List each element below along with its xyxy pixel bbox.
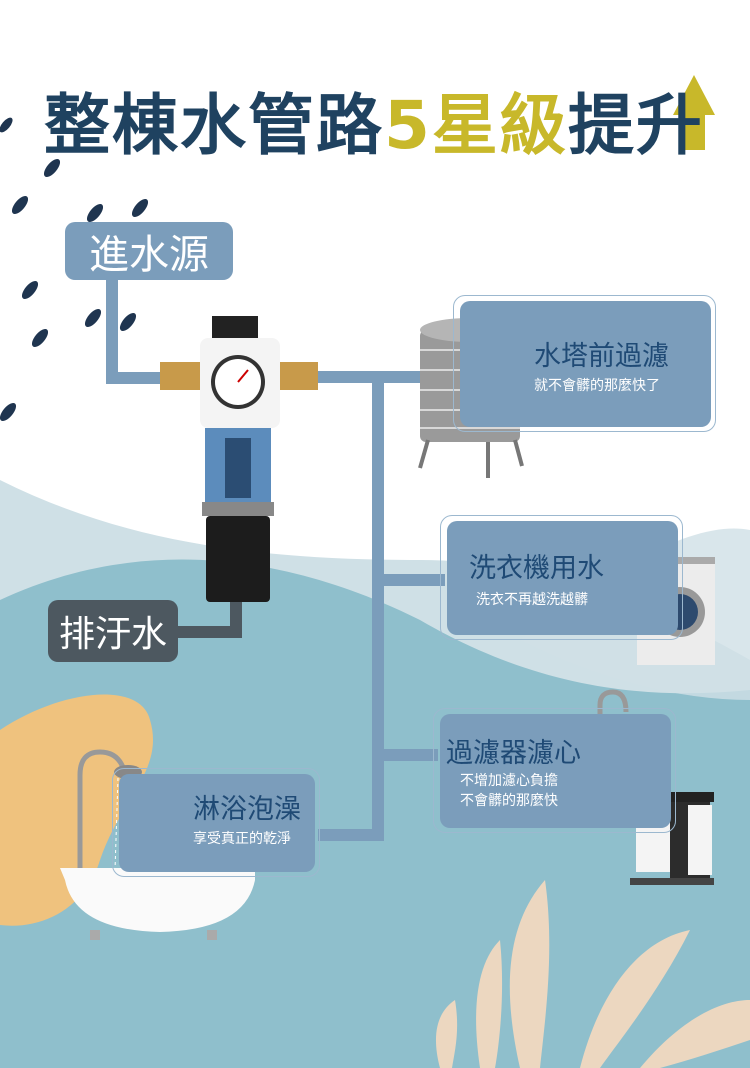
- card-title: 水塔前過濾: [534, 341, 669, 372]
- card-text: 享受真正的乾淨: [193, 831, 291, 847]
- title-part2: 提升: [567, 87, 704, 164]
- drain-pipe: [176, 600, 242, 638]
- leaf-decor: [0, 117, 149, 422]
- page-title: 整棟水管路5星級提升: [44, 72, 704, 168]
- card-text: 洗衣不再越洗越髒: [476, 592, 588, 608]
- card-filter-cartridge: 過濾器濾心 不增加濾心負擔 不會髒的那麼快: [433, 708, 676, 833]
- drain-label: 排汙水: [48, 600, 178, 662]
- card-title: 洗衣機用水: [469, 553, 604, 584]
- card-tower-filter: 水塔前過濾 就不會髒的那麼快了: [453, 295, 716, 432]
- card-title: 淋浴泡澡: [193, 794, 301, 825]
- card-bath: 淋浴泡澡 享受真正的乾淨: [112, 768, 320, 877]
- title-part1: 整棟水管路: [44, 87, 384, 164]
- yellow-blob: [0, 694, 154, 926]
- filter-housing-icon: [160, 316, 318, 602]
- card-text: 不會髒的那麼快: [460, 793, 558, 809]
- card-text: 不增加濾心負擔: [460, 773, 558, 789]
- pipes: [106, 278, 445, 841]
- palm-leaves: [435, 880, 750, 1068]
- title-highlight: 5星級: [384, 87, 568, 164]
- inlet-label: 進水源: [65, 222, 233, 280]
- card-title: 過濾器濾心: [446, 738, 581, 769]
- card-text: 就不會髒的那麼快了: [534, 378, 660, 394]
- card-washing-machine: 洗衣機用水 洗衣不再越洗越髒: [440, 515, 683, 640]
- up-arrow-icon: [673, 75, 715, 150]
